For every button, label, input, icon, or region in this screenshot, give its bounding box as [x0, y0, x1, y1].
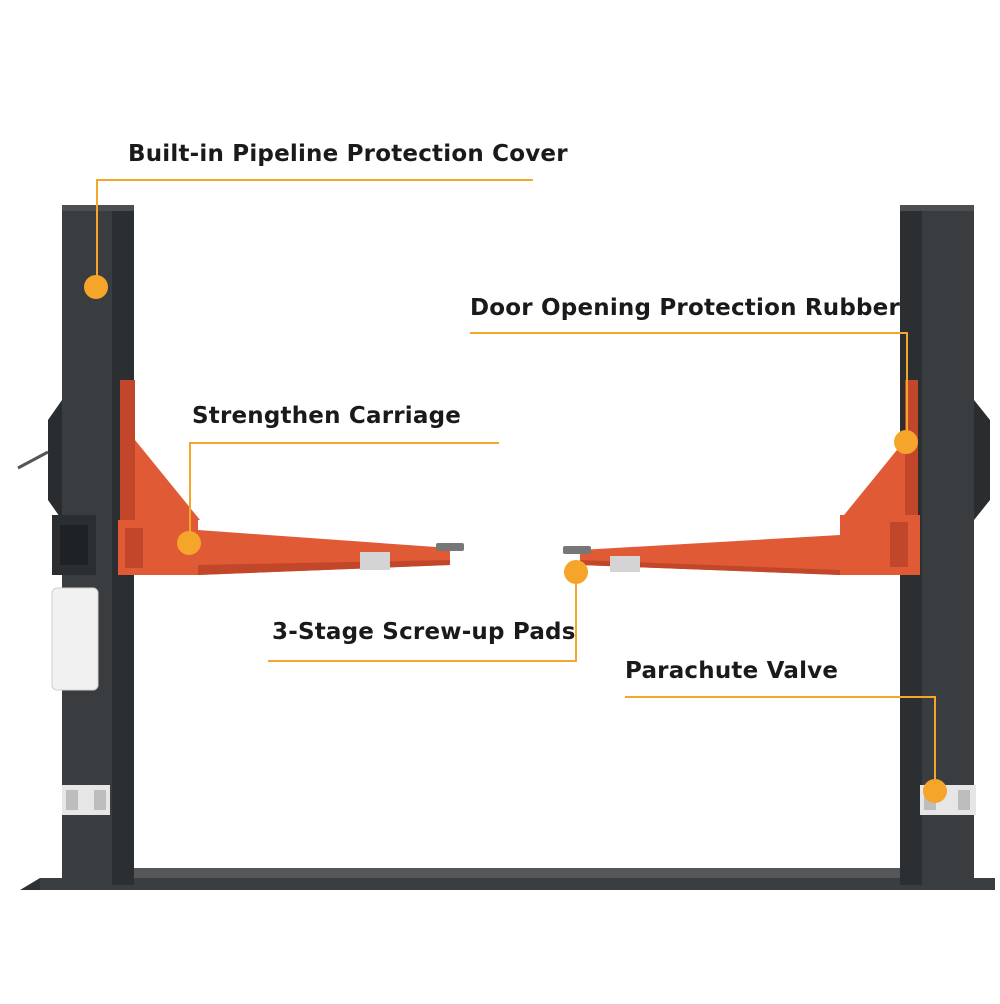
leader-valve [625, 696, 936, 790]
callout-pads: 3-Stage Screw-up Pads [272, 619, 576, 645]
callout-pipeline-cover: Built-in Pipeline Protection Cover [128, 141, 568, 167]
callout-dots [84, 275, 947, 803]
leader-pipeline [96, 179, 533, 287]
dot-pads [564, 560, 588, 584]
leader-door [470, 332, 908, 442]
dot-pipeline [84, 275, 108, 299]
dot-carriage [177, 531, 201, 555]
left-carriage-arm [118, 380, 464, 575]
leader-carriage [189, 442, 499, 543]
right-carriage-arm [563, 380, 920, 575]
right-column [900, 205, 990, 885]
callout-door-rubber: Door Opening Protection Rubber [470, 295, 901, 321]
dot-valve [923, 779, 947, 803]
callout-parachute-valve: Parachute Valve [625, 658, 839, 684]
leader-pads [268, 572, 577, 662]
callout-carriage: Strengthen Carriage [192, 403, 462, 429]
dot-door [894, 430, 918, 454]
base-plate [20, 868, 995, 890]
callout-leaders [96, 179, 936, 790]
left-column [17, 205, 134, 885]
